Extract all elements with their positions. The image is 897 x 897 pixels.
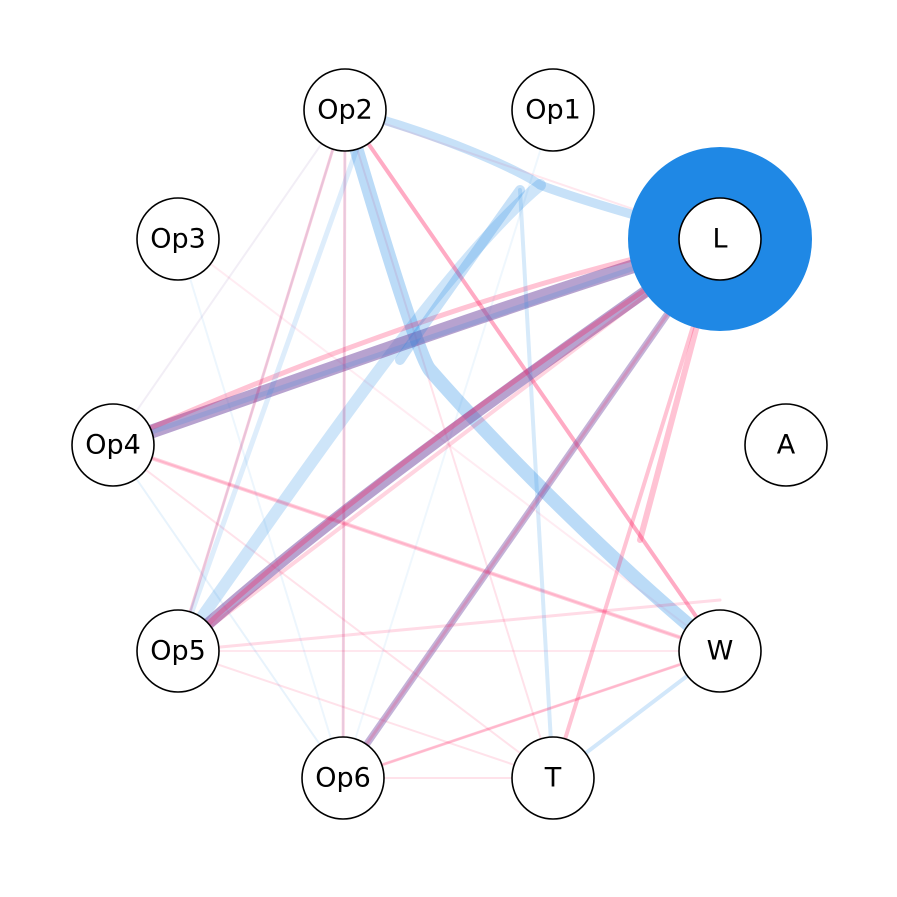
node-label-t: T	[544, 763, 562, 794]
node-label-op2: Op2	[317, 95, 373, 126]
edge-l-op5-red2	[176, 237, 722, 653]
edge-op3-op6	[177, 238, 344, 779]
edge-op6-w-red	[341, 649, 722, 780]
node-label-w: W	[707, 636, 734, 667]
edge-op2-w-red	[343, 108, 722, 653]
edge-op4-w-red	[111, 443, 722, 653]
edge-op2-w-blue	[338, 103, 727, 658]
node-a[interactable]: A	[744, 403, 828, 487]
node-op4[interactable]: Op4	[71, 403, 155, 487]
edge-op5-op2-blue	[175, 137, 363, 654]
edge-op4-w	[112, 444, 721, 652]
node-op1[interactable]: Op1	[511, 68, 595, 152]
edge-op6-w	[342, 650, 721, 779]
edge-l-op5-blue	[172, 179, 546, 657]
node-label-op1: Op1	[525, 95, 581, 126]
node-label-op5: Op5	[150, 636, 206, 667]
node-label-l: L	[712, 224, 727, 255]
edges-layer	[106, 103, 727, 782]
edge-op2-op5-red	[176, 108, 347, 653]
node-l[interactable]: L	[678, 197, 762, 281]
edge-op4-l-blue	[110, 236, 723, 448]
edge-t-l	[551, 237, 722, 780]
edge-op2-fork	[395, 185, 525, 365]
node-op3[interactable]: Op3	[136, 197, 220, 281]
edge-op2-op6	[342, 109, 346, 779]
nodes-layer: Op2 Op1 Op3 L Op4 A Op5 W	[71, 68, 828, 820]
edge-op5-w-red	[176, 598, 722, 653]
edge-op5-t	[177, 650, 554, 779]
edge-op3-w	[177, 238, 721, 652]
node-w[interactable]: W	[678, 609, 762, 693]
edge-op2-op4	[112, 109, 346, 446]
node-label-op6: Op6	[315, 763, 371, 794]
edge-op2-t	[344, 109, 554, 779]
node-label-op4: Op4	[85, 430, 141, 461]
edge-op4-t	[112, 444, 554, 779]
edge-op1-op6	[342, 109, 554, 779]
node-op6[interactable]: Op6	[301, 736, 385, 820]
edge-op5-l	[172, 233, 726, 657]
node-label-a: A	[777, 430, 796, 461]
edge-op6-l	[339, 235, 724, 782]
node-t[interactable]: T	[511, 736, 595, 820]
edge-op2-op5	[177, 109, 346, 652]
edge-op5-l-red	[175, 236, 723, 654]
node-op2[interactable]: Op2	[303, 68, 387, 152]
edge-l-op6-red	[341, 237, 722, 780]
edge-op6-op2	[341, 108, 347, 780]
node-label-op3: Op3	[150, 224, 206, 255]
edge-t-op2	[518, 188, 555, 780]
node-op5[interactable]: Op5	[136, 609, 220, 693]
